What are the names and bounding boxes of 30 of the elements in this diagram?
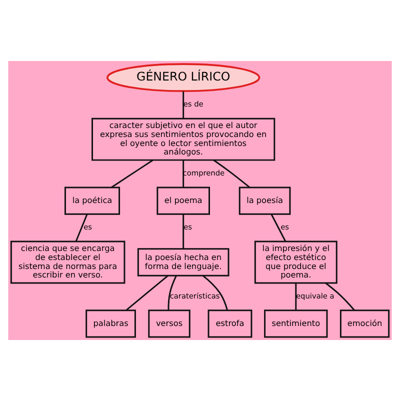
connector bbox=[182, 90, 184, 118]
node-box: ciencia que se encarga de establecer el sistema de normas para escribir en verso. bbox=[10, 240, 126, 284]
connector bbox=[182, 160, 184, 187]
connector bbox=[111, 159, 154, 188]
connector bbox=[168, 275, 177, 310]
node-ellipse: GÉNERO LÍRICO bbox=[106, 62, 260, 92]
connector bbox=[325, 282, 355, 310]
node-box: estrofa bbox=[208, 309, 252, 338]
node-box: versos bbox=[148, 309, 190, 338]
node-box: la poesía bbox=[238, 186, 291, 214]
edge-label: equivale a bbox=[296, 291, 334, 300]
node-box: caracter subjetivo en el que el autor expresa sus sentimientos provocando en el oyente o lector sentimientos análogos. bbox=[92, 117, 276, 160]
connector bbox=[213, 159, 250, 188]
edge-label: caraterísticas bbox=[170, 291, 220, 300]
node-box: la poética bbox=[64, 186, 120, 214]
connector bbox=[182, 214, 184, 248]
node-box: sentimiento bbox=[264, 309, 328, 338]
node-box: palabras bbox=[86, 309, 136, 338]
edge-label: es bbox=[84, 222, 92, 232]
connector bbox=[270, 213, 286, 242]
node-box: la poesía hecha en forma de lenguaje. bbox=[137, 248, 230, 276]
connector bbox=[75, 213, 88, 242]
node-box: el poema bbox=[156, 186, 210, 214]
connector bbox=[126, 274, 168, 310]
edge-label: es bbox=[184, 222, 192, 232]
connector bbox=[295, 282, 297, 310]
edge-label: es bbox=[280, 222, 289, 232]
node-box: la impresión y el efecto estético que produce el poema. bbox=[254, 240, 338, 284]
connector bbox=[202, 274, 228, 310]
node-box: emoción bbox=[340, 309, 390, 338]
